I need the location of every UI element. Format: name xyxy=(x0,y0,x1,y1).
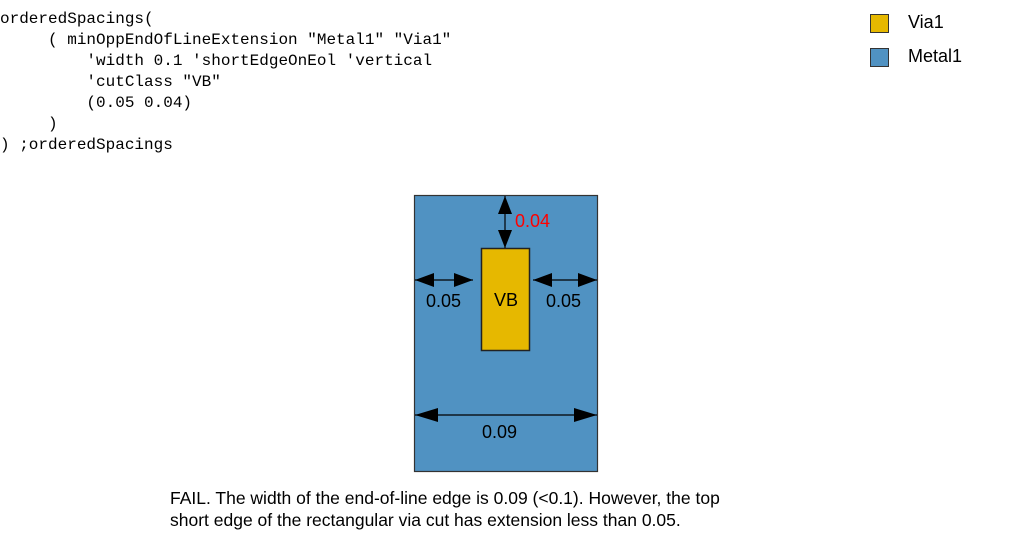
code-line: ( minOppEndOfLineExtension "Metal1" "Via… xyxy=(0,31,452,49)
legend-item-metal1: Metal1 xyxy=(870,46,1010,68)
legend-swatch-metal1 xyxy=(870,48,889,67)
legend-item-via1: Via1 xyxy=(870,12,1010,34)
arrowhead-right-icon xyxy=(578,273,597,287)
legend-label-via1: Via1 xyxy=(908,12,944,32)
caption-line: FAIL. The width of the end-of-line edge … xyxy=(170,488,720,508)
right-extension-dimension: 0.05 xyxy=(533,273,597,311)
via-cut-class-label: VB xyxy=(494,290,518,310)
code-line: orderedSpacings( xyxy=(0,10,154,28)
metal-width-dimension: 0.09 xyxy=(415,408,597,442)
top-extension-value: 0.04 xyxy=(515,211,550,231)
arrowhead-up-icon xyxy=(498,196,512,214)
left-extension-value: 0.05 xyxy=(426,291,461,311)
right-extension-value: 0.05 xyxy=(546,291,581,311)
metal-width-value: 0.09 xyxy=(482,422,517,442)
legend-label-metal1: Metal1 xyxy=(908,46,963,66)
code-line: 'width 0.1 'shortEdgeOnEol 'vertical xyxy=(0,52,433,70)
arrowhead-left-icon xyxy=(533,273,552,287)
caption-line: short edge of the rectangular via cut ha… xyxy=(170,510,681,530)
code-line: ) ;orderedSpacings xyxy=(0,136,173,154)
arrowhead-right-icon xyxy=(454,273,473,287)
code-line: ) xyxy=(0,115,58,133)
left-extension-dimension: 0.05 xyxy=(415,273,473,311)
result-caption: FAIL. The width of the end-of-line edge … xyxy=(170,487,870,531)
arrowhead-down-icon xyxy=(498,230,512,248)
top-extension-dimension: 0.04 xyxy=(498,196,550,248)
rule-code-block: orderedSpacings( ( minOppEndOfLineExtens… xyxy=(0,9,451,156)
arrowhead-left-icon xyxy=(415,408,438,422)
code-line: (0.05 0.04) xyxy=(0,94,193,112)
arrowhead-right-icon xyxy=(574,408,597,422)
via1-cut-shape xyxy=(480,247,531,352)
arrowhead-left-icon xyxy=(415,273,434,287)
legend-swatch-via1 xyxy=(870,14,889,33)
code-line: 'cutClass "VB" xyxy=(0,73,221,91)
